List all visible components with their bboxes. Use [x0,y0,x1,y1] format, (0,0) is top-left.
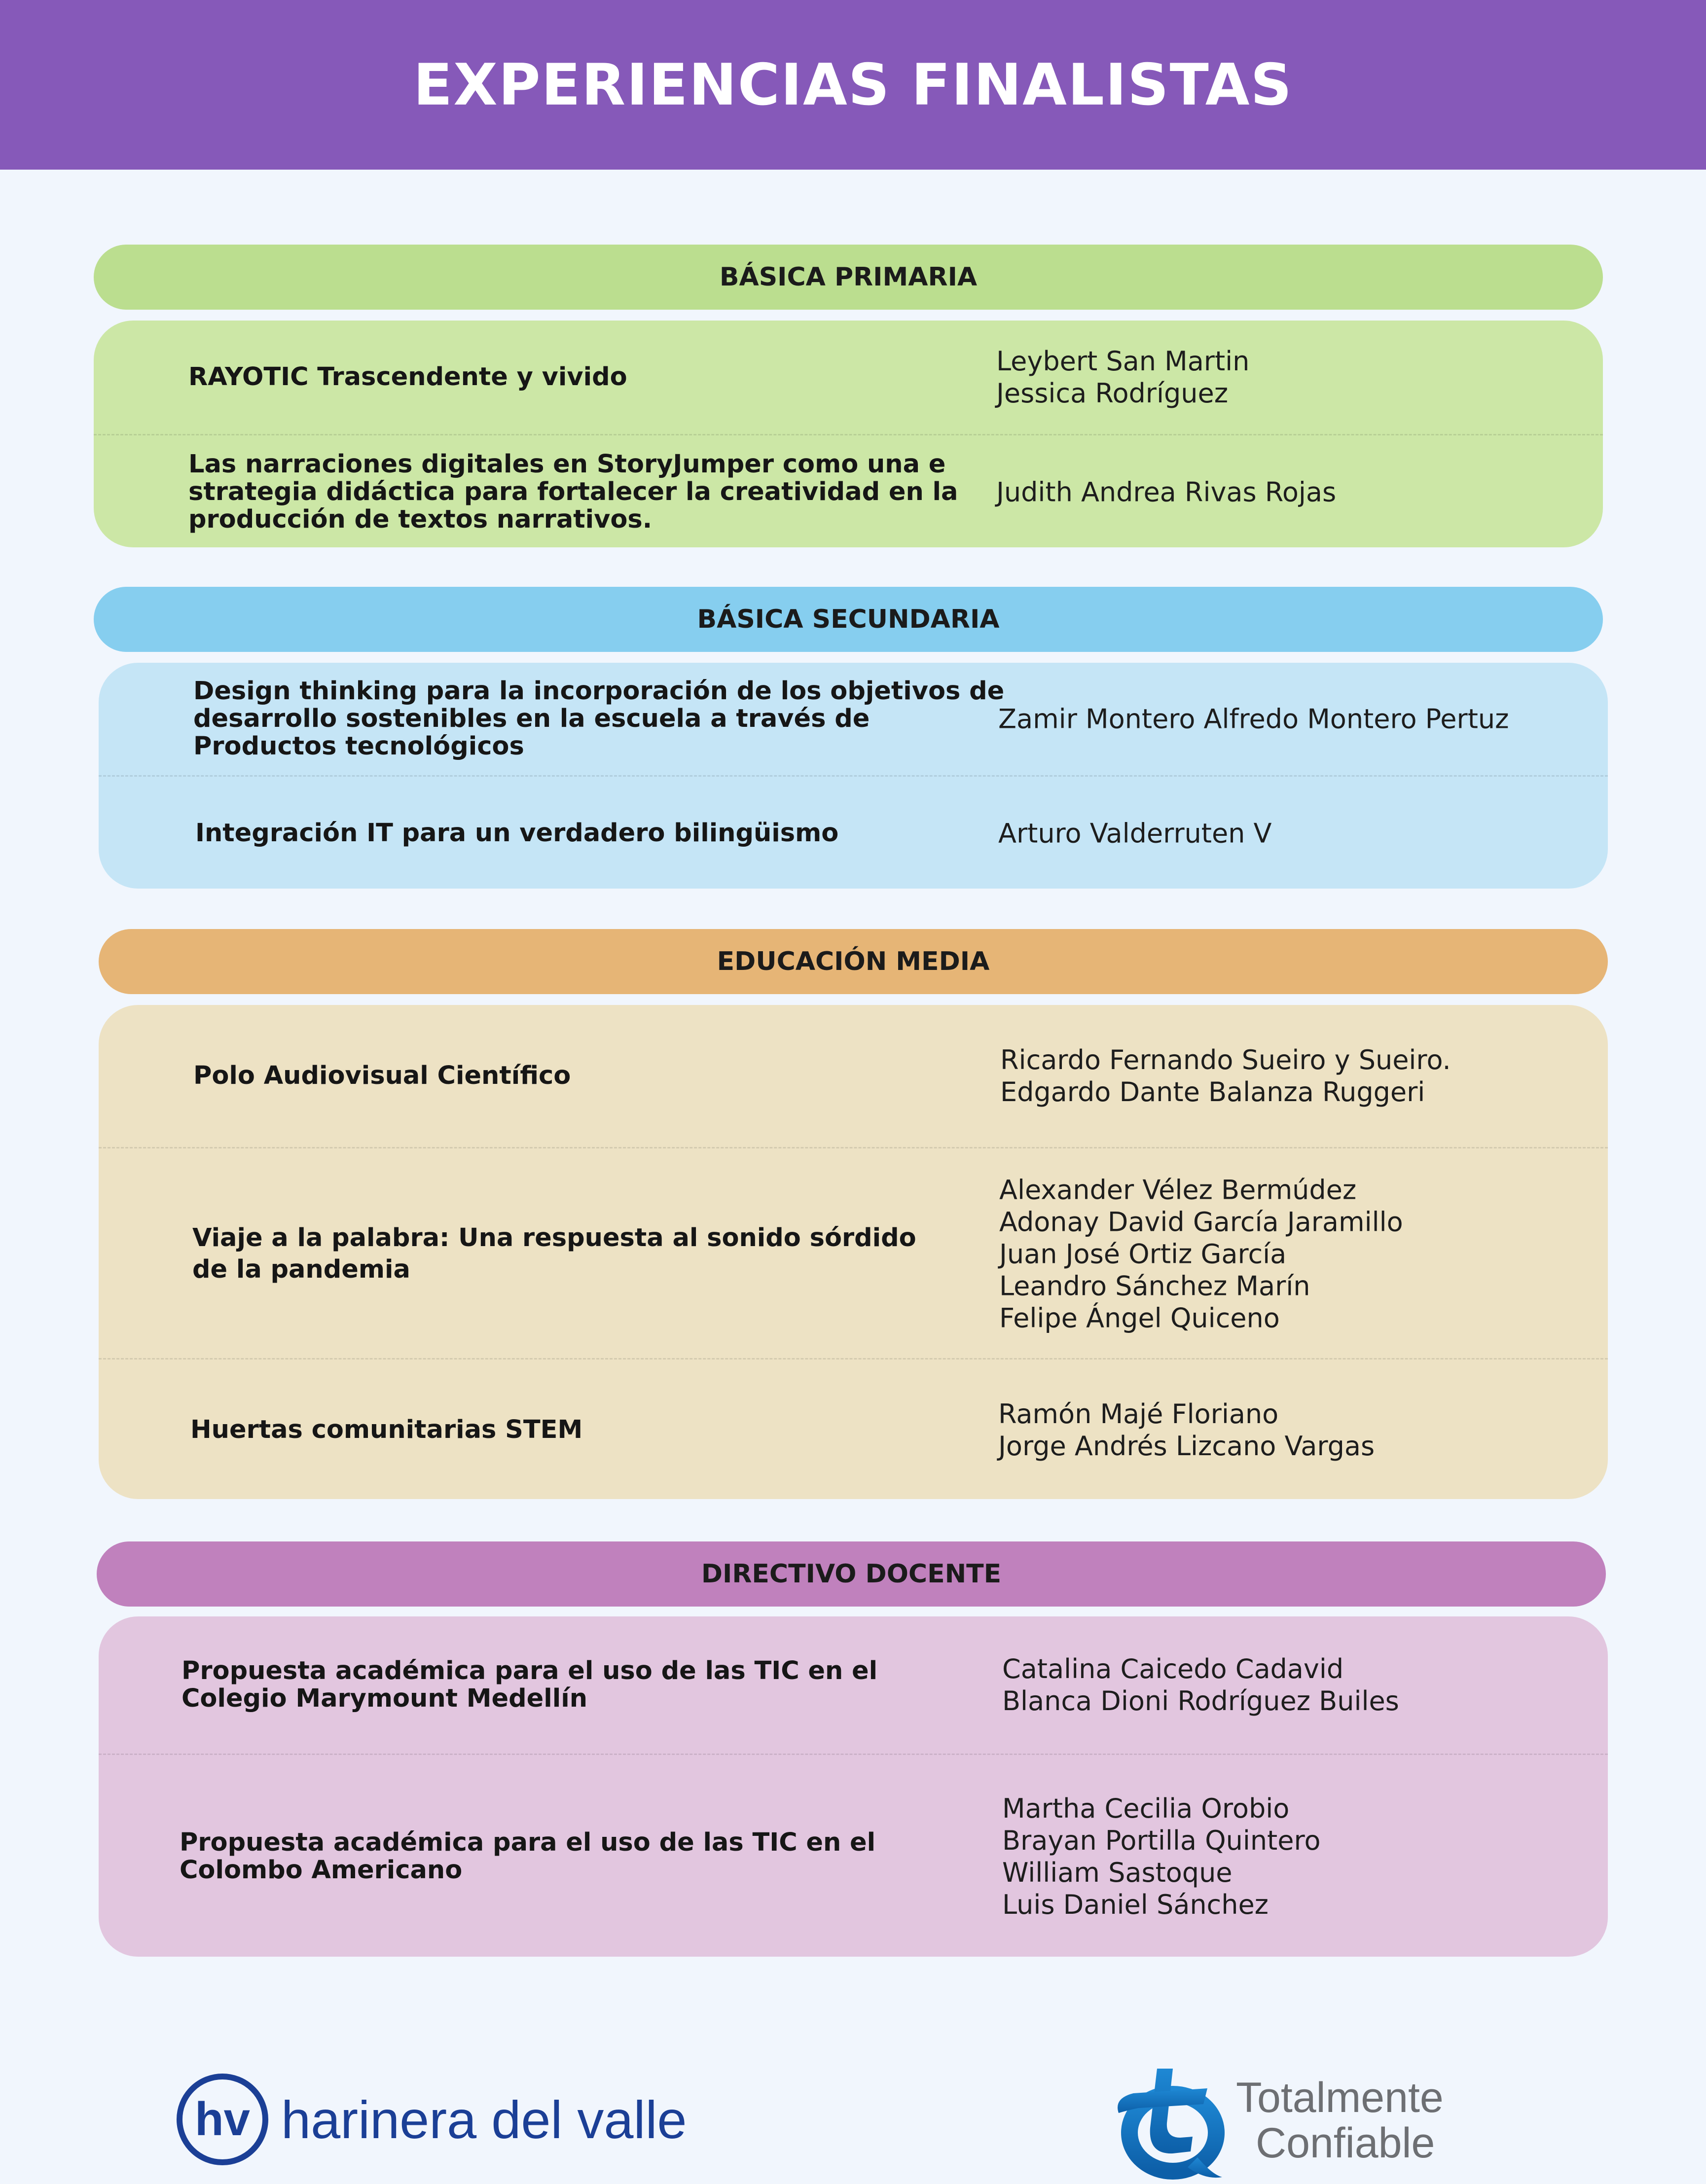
author-name: Arturo Valderruten V [998,818,1272,849]
list-item: Polo Audiovisual Científico Ricardo Fern… [99,1005,1608,1147]
author-name: Adonay David García Jaramillo [999,1206,1403,1238]
totalmente-confiable-logo: Totalmente Confiable [1099,2059,1444,2182]
experience-authors: Leybert San Martin Jessica Rodríguez [996,345,1249,409]
experience-authors: Zamir Montero Alfredo Montero Pertuz [998,703,1509,735]
experience-title: Polo Audiovisual Científico [193,1061,571,1090]
author-name: Blanca Dioni Rodríguez Builes [1002,1685,1399,1717]
tc-logo-line1: Totalmente [1236,2074,1444,2121]
tc-logo-line2: Confiable [1256,2119,1435,2167]
experience-authors: Martha Cecilia Orobio Brayan Portilla Qu… [1002,1792,1321,1921]
list-item: Propuesta académica para el uso de las T… [99,1754,1608,1957]
section-body-educacion-media: Polo Audiovisual Científico Ricardo Fern… [99,1005,1608,1499]
section-heading-label: DIRECTIVO DOCENTE [701,1559,1002,1589]
experience-authors: Ramón Majé Floriano Jorge Andrés Lizcano… [998,1398,1375,1462]
hv-logo-text: harinera del valle [281,2089,687,2149]
author-name: Brayan Portilla Quintero [1002,1825,1321,1856]
tc-logo-text: Totalmente Confiable [1236,2075,1444,2166]
section-heading-educacion-media: EDUCACIÓN MEDIA [99,929,1608,994]
list-item: Las narraciones digitales en StoryJumper… [94,434,1603,547]
author-name: Zamir Montero Alfredo Montero Pertuz [998,703,1509,735]
tc-logo-icon [1118,2069,1225,2180]
harinera-del-valle-logo: hv harinera del valle [177,2074,687,2165]
list-item: Propuesta académica para el uso de las T… [99,1616,1608,1754]
section-heading-label: EDUCACIÓN MEDIA [717,947,990,976]
page-title: EXPERIENCIAS FINALISTAS [413,51,1293,118]
experience-title: Viaje a la palabra: Una respuesta al son… [192,1223,916,1284]
section-heading-label: BÁSICA PRIMARIA [719,262,978,292]
author-name: Juan José Ortiz García [999,1238,1287,1270]
experience-title: Propuesta académica para el uso de las T… [181,1656,878,1713]
experience-title: Integración IT para un verdadero bilingü… [195,819,839,848]
experience-title: Design thinking para la incorporación de… [193,677,1005,761]
author-name: Luis Daniel Sánchez [1002,1889,1269,1920]
author-name: Ricardo Fernando Sueiro y Sueiro. [1000,1044,1451,1075]
experience-authors: Catalina Caicedo Cadavid Blanca Dioni Ro… [1002,1653,1399,1717]
author-name: Jessica Rodríguez [996,378,1229,409]
author-name: Ramón Majé Floriano [998,1398,1279,1430]
author-name: Judith Andrea Rivas Rojas [996,476,1337,508]
experience-title: RAYOTIC Trascendente y vivido [188,362,627,392]
list-item: Huertas comunitarias STEM Ramón Majé Flo… [99,1358,1608,1499]
list-item: Integración IT para un verdadero bilingü… [99,775,1608,889]
author-name: Martha Cecilia Orobio [1002,1793,1290,1824]
experience-authors: Alexander Vélez Bermúdez Adonay David Ga… [999,1174,1403,1334]
author-name: Edgardo Dante Balanza Ruggeri [1000,1076,1425,1108]
author-name: Catalina Caicedo Cadavid [1002,1653,1344,1684]
page-header: EXPERIENCIAS FINALISTAS [0,0,1706,170]
experience-title: Las narraciones digitales en StoryJumper… [188,450,958,534]
author-name: Felipe Ángel Quiceno [999,1302,1280,1334]
list-item: Design thinking para la incorporación de… [99,663,1608,775]
hv-logo-mark: hv [194,2093,251,2146]
experience-authors: Arturo Valderruten V [998,818,1272,850]
experience-title: Huertas comunitarias STEM [190,1415,583,1444]
experience-authors: Ricardo Fernando Sueiro y Sueiro. Edgard… [1000,1044,1451,1108]
author-name: Leandro Sánchez Marín [999,1270,1310,1302]
list-item: Viaje a la palabra: Una respuesta al son… [99,1147,1608,1360]
hv-logo-icon: hv [177,2074,268,2165]
experience-title: Propuesta académica para el uso de las T… [180,1828,876,1885]
author-name: Leybert San Martin [996,346,1250,377]
list-item: RAYOTIC Trascendente y vivido Leybert Sa… [94,321,1603,434]
experience-authors: Judith Andrea Rivas Rojas [996,476,1336,508]
section-heading-basica-primaria: BÁSICA PRIMARIA [94,245,1603,310]
section-body-directivo-docente: Propuesta académica para el uso de las T… [99,1616,1608,1957]
section-heading-basica-secundaria: BÁSICA SECUNDARIA [94,587,1603,652]
author-name: Alexander Vélez Bermúdez [999,1174,1357,1206]
section-body-basica-secundaria: Design thinking para la incorporación de… [99,663,1608,889]
section-heading-label: BÁSICA SECUNDARIA [697,605,1000,634]
author-name: William Sastoque [1002,1857,1233,1888]
author-name: Jorge Andrés Lizcano Vargas [998,1431,1375,1462]
section-body-basica-primaria: RAYOTIC Trascendente y vivido Leybert Sa… [94,321,1603,547]
section-heading-directivo-docente: DIRECTIVO DOCENTE [97,1541,1606,1607]
